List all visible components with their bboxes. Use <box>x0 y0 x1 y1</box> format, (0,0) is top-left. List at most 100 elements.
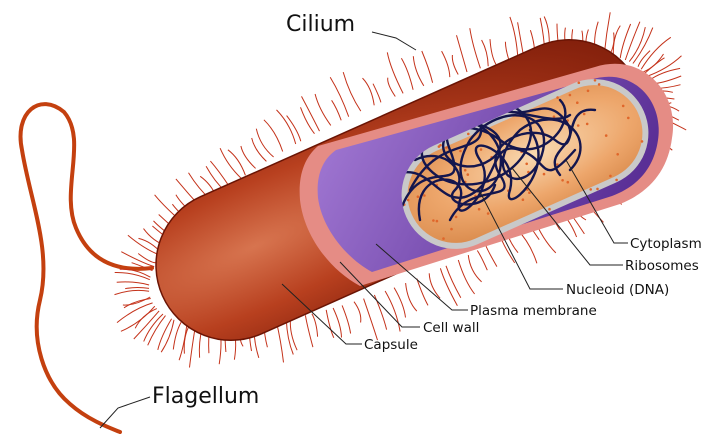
cilium-hair <box>457 35 468 72</box>
cilium-hair <box>252 138 267 161</box>
ribosome-dot <box>598 83 601 86</box>
ribosome-dot <box>548 208 551 211</box>
ribosome-dot <box>615 179 618 182</box>
ribosome-dot <box>598 221 601 224</box>
ribosome-dot <box>577 124 580 127</box>
label-cell-wall: Cell wall <box>423 320 479 336</box>
ribosome-dot <box>553 115 556 118</box>
ribosome-dot <box>652 194 655 197</box>
cilium-hair <box>128 235 160 255</box>
cilium-hair <box>184 324 190 353</box>
ribosome-dot <box>596 188 599 191</box>
ribosome-dot <box>609 175 612 178</box>
ribosome-dot <box>480 148 483 151</box>
cilium-hair <box>343 72 361 111</box>
cilium-hair <box>620 24 630 58</box>
cilium-hair <box>501 238 515 263</box>
label-cytoplasm: Cytoplasm <box>630 236 702 252</box>
label-plasma-membrane: Plasma membrane <box>470 303 597 319</box>
ribosome-dot <box>587 90 590 93</box>
ribosome-dot <box>459 150 462 153</box>
ribosome-dot <box>567 181 570 184</box>
cilium-hair <box>302 96 320 131</box>
cilium-hair <box>629 27 645 62</box>
ribosome-dot <box>569 94 572 97</box>
cilium-hair <box>121 306 155 331</box>
cilium-hair <box>406 283 417 311</box>
ribosome-dot <box>438 145 441 148</box>
cilium-hair <box>647 56 682 77</box>
ribosome-dot <box>455 216 458 219</box>
cilium-hair <box>179 324 187 361</box>
cilium-hair <box>332 100 342 120</box>
cilium-hair <box>510 17 518 60</box>
ribosome-dot <box>525 163 528 166</box>
ribosome-dot <box>432 219 435 222</box>
ribosome-dot <box>578 81 581 84</box>
cilium-hair <box>417 279 428 306</box>
cilium-hair <box>649 68 680 80</box>
cilium-hair <box>388 78 396 97</box>
label-cilium: Cilium <box>286 12 355 37</box>
ribosome-dot <box>583 113 586 116</box>
cilium-hair <box>625 22 640 60</box>
cilium-hair <box>342 305 351 333</box>
ribosome-dot <box>622 105 625 108</box>
cilium-hair <box>401 58 413 89</box>
ribosome-dot <box>467 133 470 136</box>
ribosome-dot <box>445 146 448 149</box>
ribosome-dot <box>576 101 579 104</box>
ribosome-dot <box>551 229 554 232</box>
cilium-hair <box>354 302 361 323</box>
ribosome-dot <box>450 228 453 231</box>
cilium-hair <box>505 42 509 62</box>
ribosome-dot <box>589 188 592 191</box>
ribosome-dot <box>390 94 393 97</box>
cilium-hair <box>305 315 313 347</box>
label-nucleoid: Nucleoid (DNA) <box>566 282 669 298</box>
cilium-hair <box>373 84 381 103</box>
ribosome-dot <box>464 169 467 172</box>
cilium-hair <box>613 26 620 57</box>
cilium-hair <box>442 51 450 77</box>
ribosome-dot <box>478 208 481 211</box>
label-capsule: Capsule <box>364 337 418 353</box>
label-ribosomes: Ribosomes <box>625 258 699 274</box>
cilium-hair <box>482 40 489 66</box>
ribosome-dot <box>645 232 648 235</box>
ribosome-dot <box>561 179 564 182</box>
ribosome-dot <box>595 226 598 229</box>
ribosome-dot <box>556 96 559 99</box>
ribosome-dot <box>487 212 490 215</box>
cilium-hair <box>264 120 283 152</box>
cilium-hair <box>228 150 246 176</box>
cilium-hair <box>117 303 153 323</box>
cilium-hair <box>241 146 256 168</box>
cilium-hair <box>364 299 378 341</box>
cilium-hair <box>123 297 150 305</box>
ribosome-dot <box>436 220 439 223</box>
ribosome-dot <box>642 225 645 228</box>
ribosome-dot <box>594 79 597 82</box>
cilium-hair <box>326 310 334 338</box>
cilium-hair <box>458 260 474 294</box>
cilium-hair <box>486 246 497 267</box>
ribosome-dot <box>616 153 619 156</box>
cilium-hair <box>330 77 349 116</box>
ribosome-dot <box>407 199 410 202</box>
ribosome-dot <box>547 229 550 232</box>
ribosome-dot <box>528 191 531 194</box>
ribosome-dot <box>522 198 525 201</box>
cilium-hair <box>644 54 664 72</box>
ribosome-dot <box>627 117 630 120</box>
ribosome-dot <box>627 228 630 231</box>
cilium-hair <box>210 161 229 187</box>
cilium-hair <box>641 37 671 69</box>
ribosome-dot <box>645 194 648 197</box>
cilium-hair <box>315 94 331 125</box>
ribosome-dot <box>403 97 406 100</box>
ribosome-dot <box>543 173 546 176</box>
cilium-hair <box>452 55 458 75</box>
